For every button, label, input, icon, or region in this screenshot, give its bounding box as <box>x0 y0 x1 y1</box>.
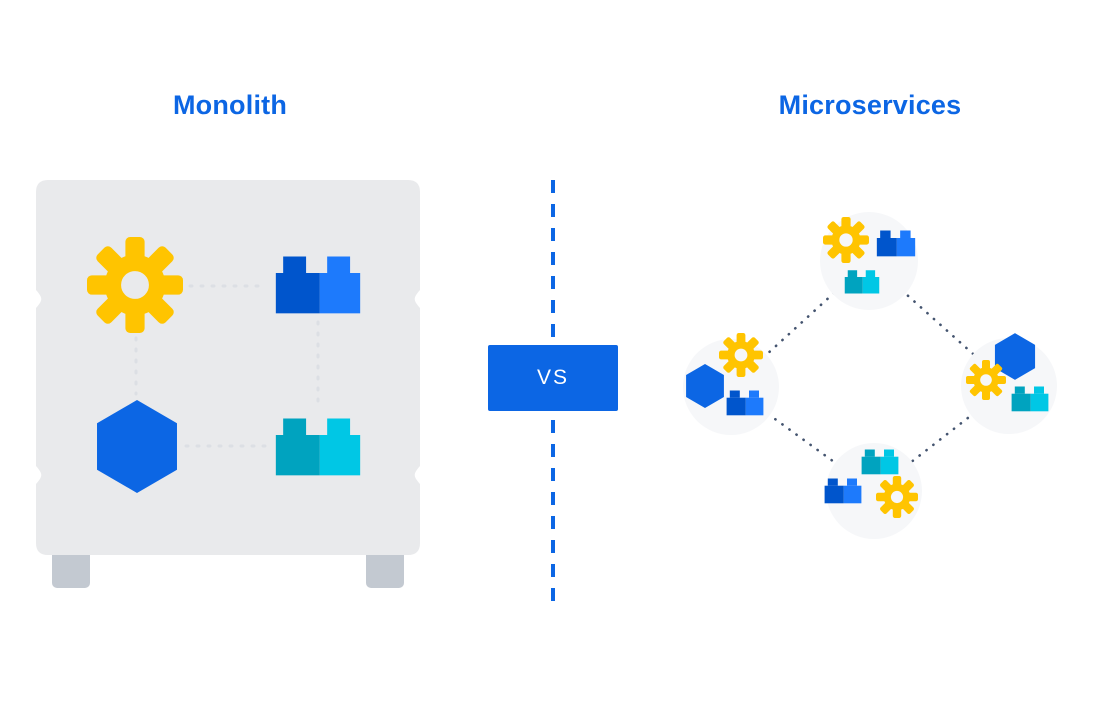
microservices-illustration <box>683 212 1057 539</box>
monolith-connectors <box>134 284 320 448</box>
monolith-illustration <box>36 180 420 588</box>
microservices-title: Microservices <box>778 90 962 120</box>
service-node-top <box>820 212 918 310</box>
monolith-feet <box>52 548 404 588</box>
service-circle <box>820 212 918 310</box>
service-node-left <box>683 333 779 435</box>
service-node-bottom <box>824 443 922 539</box>
monolith-title: Monolith <box>172 90 288 120</box>
monolith-block <box>36 180 420 555</box>
vs-label: VS <box>536 366 569 389</box>
vs-badge: VS <box>488 345 618 411</box>
service-node-right <box>961 333 1057 434</box>
